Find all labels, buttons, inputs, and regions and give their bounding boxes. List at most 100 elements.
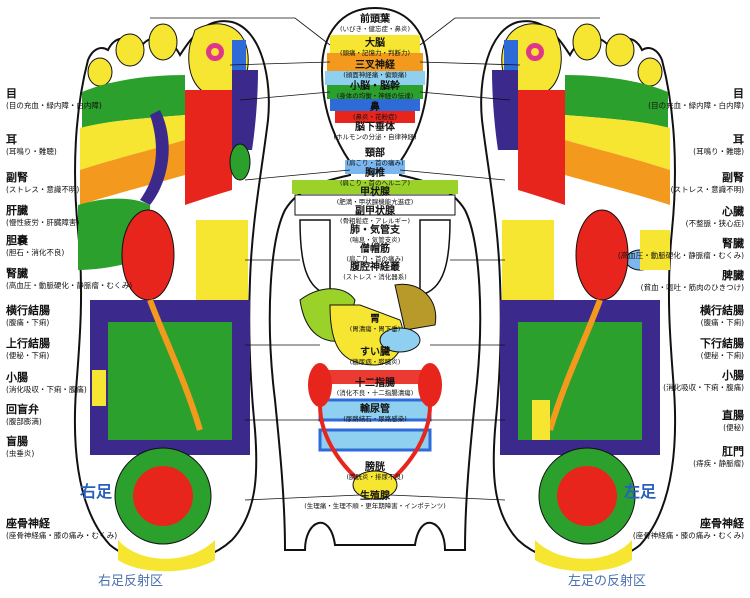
bladder-yellow [352,470,398,500]
body-figure [268,6,482,551]
head-green [327,85,423,99]
label-ear: 耳 [6,133,17,146]
kidney-left [308,363,332,407]
heel-yellow [535,540,632,572]
label-trapezius: 僧帽筋 [360,244,390,255]
head-red [335,111,415,123]
label-eye: 目 [6,87,17,100]
band-red [518,90,565,205]
head-blue [330,99,420,111]
desc-trapezius: (肩こり・首の痛み) [346,255,404,263]
label-ureter: 輸尿管 [360,404,390,415]
heel-yellow [118,540,215,572]
left-foot-caption: 左足の反射区 [568,574,647,589]
label-cecum: 盲腸 [6,435,28,448]
desc-cerebellum: (身体の均衡・神経の伝達) [336,92,414,100]
desc-rectum: (便秘) [723,423,744,432]
label-transverse-colon: 横行結腸 [6,304,50,317]
toe-yellow [148,23,178,61]
band-orange [565,140,670,205]
right-foot [73,20,270,572]
desc-sciatic-nerve: (座骨神経痛・膝の痛み・むくみ) [632,531,744,540]
right-foot-caption: 右足反射区 [98,574,164,589]
band-navy [492,70,518,150]
label-spleen: 脾臓 [722,269,744,282]
label-lungs: 肺・気管支 [350,225,400,236]
label-ear: 耳 [733,133,744,146]
stomach-olive [394,283,437,331]
desc-pituitary: (ホルモンの分泌・自律神経) [333,133,417,141]
neck-lightblue [345,160,405,174]
desc-nose: (鼻炎・花粉症) [352,113,398,121]
label-nose: 鼻 [370,102,380,113]
label-cerebellum: 小脳・脳幹 [350,81,400,92]
ureter-orange [147,298,203,431]
label-small-intestine: 小腸 [722,369,744,382]
label-cerebrum: 大脳 [365,38,385,49]
heel-red [557,466,617,526]
band-red [185,90,232,205]
desc-ureter: (尿路結石・尿路感染) [343,415,407,423]
head-orange [327,53,423,71]
spleen-yellow [640,230,670,270]
label-liver: 肝臓 [6,204,28,217]
small-intestine-green [108,322,232,440]
ear-zone-yellow [565,115,670,170]
label-solar-plexus: 腹腔神経叢 [350,262,400,273]
label-adrenal: 副腎 [722,171,744,184]
desc-duodenum: (消化不良・十二指腸潰瘍) [336,389,414,397]
kidney-right [418,363,442,407]
desc-cerebrum: (頭痛・記憶力・判断力) [339,49,411,57]
desc-spleen: (貧血・嘔吐・筋肉のひきつけ) [640,283,744,292]
label-trigeminal: 三叉神経 [355,60,395,71]
stomach-yellow [196,220,248,300]
label-transverse-colon: 横行結腸 [700,304,744,317]
label-eye: 目 [733,87,744,100]
label-small-intestine: 小腸 [6,371,28,384]
label-neck: 頸部 [365,148,385,159]
heel-red [133,466,193,526]
desc-frontal-lobe: (いびき・健忘症・鼻炎) [339,25,411,33]
label-parathyroid: 副甲状腺 [355,206,395,217]
stomach-yellow [502,220,554,300]
desc-small-intestine: (消化吸収・下痢・腹痛) [6,385,87,394]
desc-eye: (目の充血・緑内障・白内障) [648,101,744,110]
desc-cecum: (虫垂炎) [6,449,35,458]
desc-kidney: (高血圧・動脈硬化・静脈瘤・むくみ) [6,281,133,290]
rectum-yellow [532,400,550,440]
pancreas-skyblue [379,327,421,353]
eye-zone-green [565,75,668,128]
desc-bladder: (膀胱炎・排尿不良) [346,473,404,481]
toe-yellow [115,33,145,67]
desc-lungs: (喘息・気管支炎) [349,236,401,244]
desc-adrenal: (ストレス・意識不明) [670,185,744,194]
desc-ear: (耳鳴り・難聴) [6,147,57,156]
desc-anus: (痔疾・静脈瘤) [693,459,744,468]
label-kidney: 腎臓 [722,237,744,250]
label-pancreas: すい臓 [360,347,390,358]
label-kidney: 腎臓 [6,267,28,280]
label-gallbladder: 胆嚢 [6,234,28,247]
desc-ascending-colon: (便秘・下痢) [6,351,50,360]
band-navy [232,70,258,150]
desc-trigeminal: (顔面神経痛・偏頭痛) [343,71,407,79]
label-sciatic-nerve: 座骨神経 [700,517,744,530]
label-thyroid: 甲状腺 [360,187,390,198]
desc-adrenal: (ストレス・意識不明) [6,185,80,194]
label-stomach: 胃 [370,314,380,325]
shoulder-green [292,180,458,194]
desc-small-intestine: (消化吸収・下痢・腹痛) [663,383,744,392]
label-rectum: 直腸 [722,409,744,422]
desc-kidney: (高血圧・動脈硬化・静脈瘤・むくみ) [617,251,744,260]
right-foot-label: 右足 [80,482,113,501]
desc-neck: (肩こり・首の痛み) [346,159,404,167]
desc-gallbladder: (胆石・消化不良) [6,248,65,257]
toe-yellow [87,57,113,87]
left-foot [480,20,677,572]
head-yellow [330,35,420,53]
label-thoracic-spine: 胸椎 [365,168,385,179]
toe-yellow [637,57,663,87]
colon-red [310,370,440,384]
desc-transverse-colon: (腹痛・下痢) [700,318,744,327]
band-navy-left [140,110,169,205]
